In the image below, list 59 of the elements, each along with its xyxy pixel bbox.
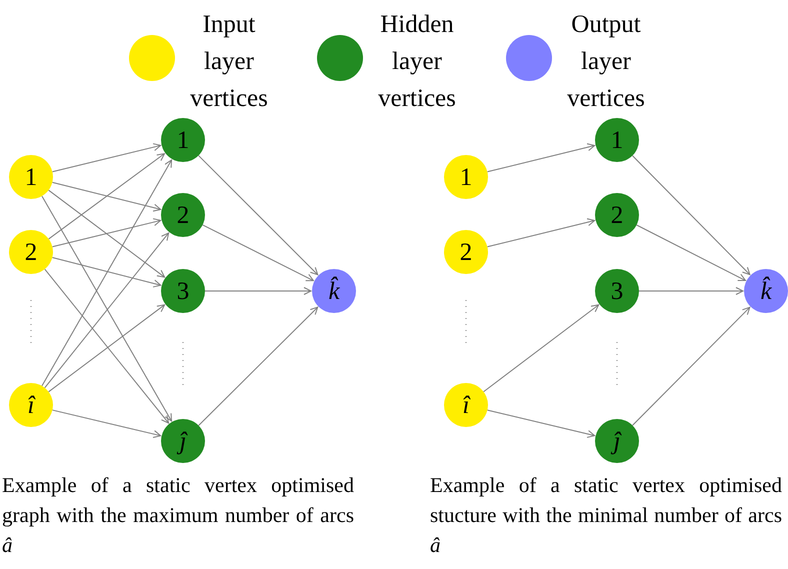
arrow [48,153,165,240]
arrow [198,306,318,426]
vertex-label: 1 [176,128,190,152]
arrow [52,256,162,288]
legend-label: Hidden layer vertices [377,10,457,114]
vertex-label: 2 [24,240,38,264]
vertex-label: î [462,392,470,418]
arrow [636,224,746,282]
vertex-circle [595,269,639,313]
vertex-label: k̂ [760,278,772,304]
caption: Example of a static vertex optimised graph with the maximum number of arcs â [2,472,354,559]
arrow [52,182,162,212]
legend-label: Input layer vertices [189,10,269,114]
arrow [48,190,166,278]
arrow [638,287,744,295]
arrow [202,224,314,282]
arrow [632,155,750,276]
vertex-label: 1 [24,164,38,190]
vertex-circle [444,155,488,199]
vertex-circle [595,118,639,162]
arrow [486,410,596,438]
vertex-circle [444,230,488,274]
vertex-label: 3 [176,278,190,304]
vertex-label: 2 [176,202,190,228]
vertex-circle [312,269,356,313]
arrow [198,155,318,276]
vertex-label: 2 [610,202,624,228]
vertex-circle [9,230,53,274]
arrow [486,218,596,248]
caption: Example of a static vertex optimised stucture with the minimal number of arcs â [430,472,782,559]
vertex-circle [595,419,639,463]
arrow [41,159,172,386]
legend-label: Output layer vertices [566,10,646,114]
vertex-circle [161,118,205,162]
arrow [44,232,170,388]
vertex-label: 3 [610,278,624,304]
vertex-label: k̂ [328,278,340,304]
arrow [52,218,162,248]
arrow [486,143,596,172]
vertex-circle [161,419,205,463]
vertex-label: 1 [460,164,472,190]
arrow [204,287,312,295]
arrow [483,304,600,392]
vertex-circle [9,383,53,427]
vertex-circle [9,155,53,199]
vertex-circle [595,193,639,237]
arrow [52,143,162,172]
arrow [632,306,750,426]
arrow [48,304,166,392]
arrow [41,196,172,422]
vertex-label: 2 [460,240,472,264]
vertex-circle [161,193,205,237]
vertex-label: 1 [610,128,624,152]
vertex-circle [161,269,205,313]
vertex-circle [444,383,488,427]
arrow [44,268,170,424]
vertex-label: î [28,392,34,418]
vertex-circle [744,269,788,313]
arrow [52,410,162,438]
